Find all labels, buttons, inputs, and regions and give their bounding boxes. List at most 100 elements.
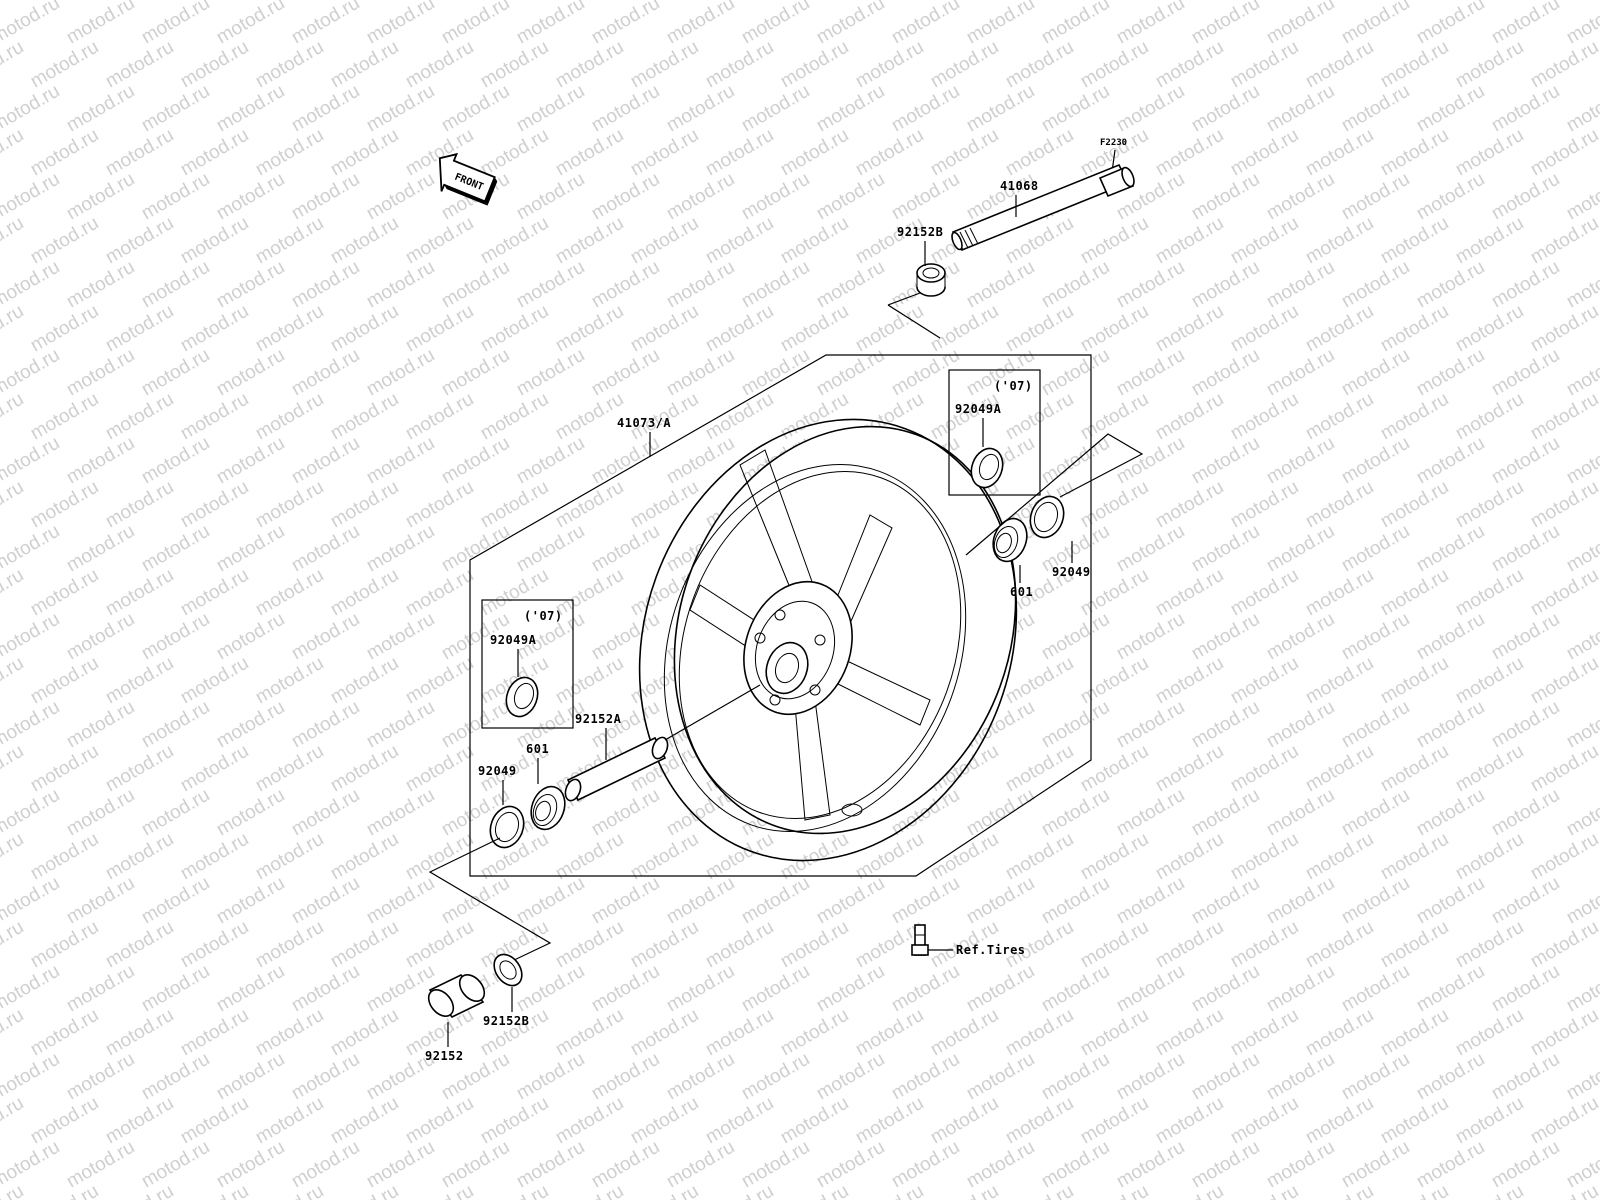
watermark-text: motod.ru	[1152, 1181, 1227, 1200]
watermark-text: motod.ru	[1038, 1049, 1113, 1105]
watermark-text: motod.ru	[888, 0, 963, 48]
watermark-text: motod.ru	[177, 565, 252, 621]
watermark-text: motod.ru	[288, 81, 363, 137]
watermark-text: motod.ru	[1263, 0, 1338, 48]
watermark-text: motod.ru	[627, 917, 702, 973]
watermark-text: motod.ru	[963, 873, 1038, 929]
watermark-text: motod.ru	[1038, 345, 1113, 401]
watermark-text: motod.ru	[27, 301, 102, 357]
watermark-text: motod.ru	[1188, 257, 1263, 313]
watermark-text: motod.ru	[1377, 653, 1452, 709]
watermark-text: motod.ru	[1338, 785, 1413, 841]
watermark-text: motod.ru	[1227, 653, 1302, 709]
watermark-text: motod.ru	[663, 433, 738, 489]
watermark-text: motod.ru	[813, 169, 888, 225]
watermark-text: motod.ru	[1077, 213, 1152, 269]
watermark-text: motod.ru	[1488, 0, 1563, 48]
watermark-text: motod.ru	[1413, 1137, 1488, 1193]
watermark-text: motod.ru	[777, 37, 852, 93]
collar-92152b-bottom	[493, 953, 523, 987]
watermark-text: motod.ru	[1077, 1005, 1152, 1061]
watermark-text: motod.ru	[1452, 213, 1527, 269]
watermark-text: motod.ru	[327, 917, 402, 973]
watermark-text: motod.ru	[327, 1093, 402, 1149]
watermark-text: motod.ru	[102, 37, 177, 93]
watermark-text: motod.ru	[1227, 477, 1302, 533]
watermark-text: motod.ru	[1152, 1005, 1227, 1061]
watermark-text: motod.ru	[588, 345, 663, 401]
bearing-601-right	[992, 517, 1028, 563]
watermark-text: motod.ru	[27, 1005, 102, 1061]
watermark-text: motod.ru	[102, 477, 177, 533]
watermark-text: motod.ru	[1002, 125, 1077, 181]
label-bearing-left: 601	[526, 742, 549, 756]
collar-92152	[427, 974, 486, 1018]
watermark-text: motod.ru	[777, 125, 852, 181]
watermark-text: motod.ru	[1413, 81, 1488, 137]
label-collar-left: 92152	[425, 1049, 464, 1063]
watermark-text: motod.ru	[252, 301, 327, 357]
watermark-text: motod.ru	[738, 873, 813, 929]
watermark-text: motod.ru	[1377, 1005, 1452, 1061]
watermark-text: motod.ru	[402, 1093, 477, 1149]
watermark-text: motod.ru	[0, 829, 27, 885]
watermark-text: motod.ru	[963, 961, 1038, 1017]
watermark-text: motod.ru	[963, 257, 1038, 313]
watermark-text: motod.ru	[0, 1005, 27, 1061]
watermark-text: motod.ru	[627, 301, 702, 357]
watermark-text: motod.ru	[513, 1049, 588, 1105]
watermark-text: motod.ru	[288, 0, 363, 48]
watermark-text: motod.ru	[1527, 1093, 1600, 1149]
watermark-text: motod.ru	[1377, 213, 1452, 269]
watermark-text: motod.ru	[552, 1005, 627, 1061]
watermark-text: motod.ru	[27, 1093, 102, 1149]
watermark-text: motod.ru	[327, 1005, 402, 1061]
watermark-text: motod.ru	[1113, 433, 1188, 489]
seal-92049a-left	[505, 676, 539, 718]
watermark-text: motod.ru	[138, 609, 213, 665]
watermark-text: motod.ru	[438, 257, 513, 313]
wheel-assembly-frame	[469, 354, 1092, 877]
watermark-text: motod.ru	[1038, 1137, 1113, 1193]
watermark-text: motod.ru	[1488, 169, 1563, 225]
watermark-text: motod.ru	[1563, 345, 1600, 401]
watermark-text: motod.ru	[402, 477, 477, 533]
watermark-text: motod.ru	[552, 1093, 627, 1149]
watermark-text: motod.ru	[213, 169, 288, 225]
watermark-text: motod.ru	[63, 521, 138, 577]
watermark-text: motod.ru	[27, 125, 102, 181]
watermark-text: motod.ru	[1377, 301, 1452, 357]
watermark-text: motod.ru	[63, 433, 138, 489]
watermark-text: motod.ru	[1377, 1181, 1452, 1200]
watermark-text: motod.ru	[777, 917, 852, 973]
watermark-text: motod.ru	[1302, 1005, 1377, 1061]
watermark-text: motod.ru	[813, 81, 888, 137]
label-wheel: 41073/A	[617, 416, 671, 430]
watermark-text: motod.ru	[1377, 829, 1452, 885]
watermark-text: motod.ru	[477, 1181, 552, 1200]
watermark-text: motod.ru	[252, 917, 327, 973]
watermark-text: motod.ru	[252, 741, 327, 797]
watermark-text: motod.ru	[1377, 917, 1452, 973]
watermark-text: motod.ru	[63, 873, 138, 929]
watermark-text: motod.ru	[102, 829, 177, 885]
watermark-text: motod.ru	[363, 345, 438, 401]
watermark-text: motod.ru	[627, 213, 702, 269]
watermark-text: motod.ru	[288, 961, 363, 1017]
watermark-text: motod.ru	[213, 81, 288, 137]
watermark-text: motod.ru	[1227, 1181, 1302, 1200]
watermark-text: motod.ru	[27, 741, 102, 797]
watermark-text: motod.ru	[702, 1093, 777, 1149]
watermark-text: motod.ru	[927, 389, 1002, 445]
watermark-text: motod.ru	[102, 917, 177, 973]
watermark-text: motod.ru	[588, 0, 663, 48]
watermark-text: motod.ru	[1413, 169, 1488, 225]
watermark-text: motod.ru	[177, 917, 252, 973]
watermark-text: motod.ru	[702, 213, 777, 269]
watermark-text: motod.ru	[438, 1137, 513, 1193]
watermark-text: motod.ru	[1452, 1181, 1527, 1200]
watermark-text: motod.ru	[138, 1049, 213, 1105]
watermark-text: motod.ru	[963, 0, 1038, 48]
watermark-text: motod.ru	[0, 389, 27, 445]
watermark-text: motod.ru	[138, 81, 213, 137]
